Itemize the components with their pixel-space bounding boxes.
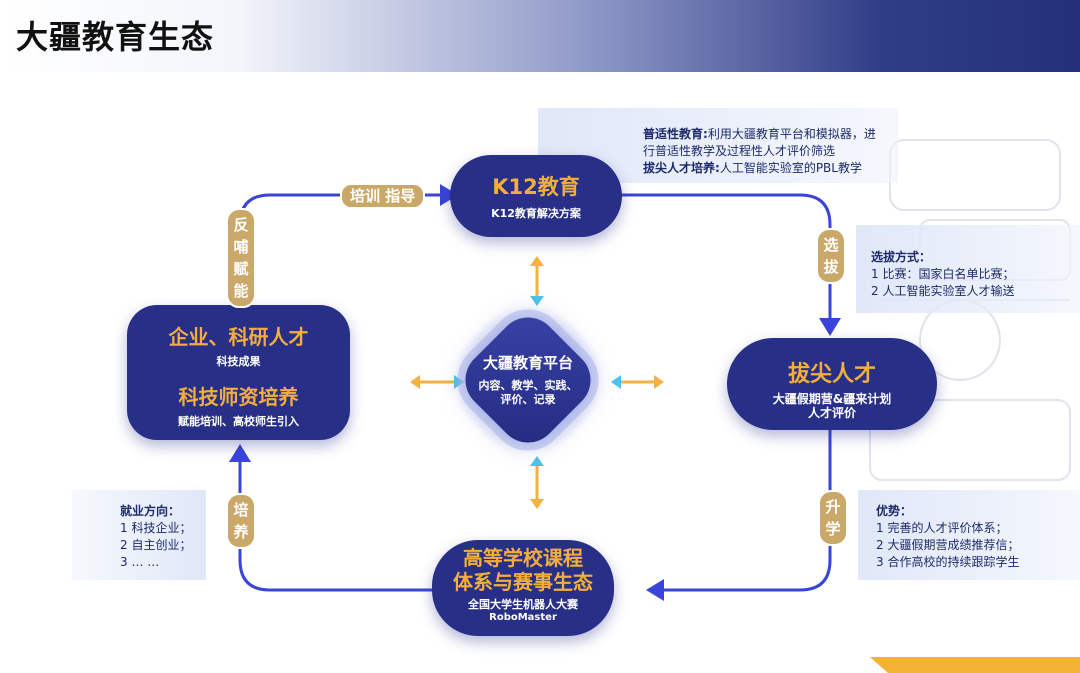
employment-line2: 2 自主创业；: [120, 538, 192, 552]
label-select: 选 拔: [816, 228, 846, 284]
k12-subtitle: K12教育解决方案: [491, 207, 581, 220]
page-title: 大疆教育生态: [16, 18, 215, 56]
selection-title: 选拔方式：: [871, 250, 932, 264]
label-cultivate: 培 养: [226, 493, 256, 549]
label-promote-char2: 学: [825, 520, 841, 538]
label-feedback-char3: 赋: [233, 260, 249, 278]
top-talent-title: 拔尖人才: [787, 362, 876, 387]
arrow-to-university: [646, 579, 664, 601]
note-panel-employment: [72, 490, 206, 580]
center-sub1: 内容、教学、实践、: [478, 379, 578, 392]
k12-title: K12教育: [492, 175, 580, 199]
label-select-char2: 拔: [823, 258, 839, 276]
industry-sub1: 科技成果: [216, 355, 261, 368]
employment-line3: 3 … …: [120, 555, 160, 569]
center-arrow-right: [611, 375, 664, 389]
accent-stripe: [870, 657, 1080, 673]
note-panel-selection: [856, 225, 1080, 313]
flow-promote-line: [660, 430, 832, 592]
note-advantage: 优势： 1 完善的人才评价体系； 2 大疆假期营成绩推荐信； 3 合作高校的持续…: [876, 503, 1076, 571]
center-sub2: 评价、记录: [500, 393, 556, 406]
label-select-char1: 选: [823, 236, 839, 254]
label-cultivate-char1: 培: [233, 501, 249, 519]
industry-title2: 科技师资培养: [178, 385, 299, 409]
label-feedback: 反 哺 赋 能: [226, 208, 256, 308]
note-top-title1: 普适性教育:: [643, 127, 708, 141]
label-cultivate-char2: 养: [233, 523, 249, 541]
flow-select-line: [620, 193, 832, 325]
advantage-line2: 2 大疆假期营成绩推荐信；: [876, 538, 1020, 552]
flow-cultivate-line: [238, 455, 440, 592]
note-top: 普适性教育:利用大疆教育平台和模拟器，进 行普适性教学及过程性人才评价筛选 拔尖…: [643, 126, 903, 177]
node-industry: 企业、科研人才 科技成果 科技师资培养 赋能培训、高校师生引入: [127, 305, 350, 440]
selection-line1: 1 比赛：国家白名单比赛；: [871, 267, 1015, 281]
industry-title1: 企业、科研人才: [168, 325, 309, 349]
label-feedback-char1: 反: [233, 216, 249, 234]
node-university: 高等学校课程 体系与赛事生态 全国大学生机器人大赛 RoboMaster: [432, 540, 614, 636]
note-panel-advantage: [858, 490, 1080, 580]
university-line2: 体系与赛事生态: [453, 570, 593, 594]
center-platform: 大疆教育平台 内容、教学、实践、 评价、记录: [429, 281, 627, 479]
arrow-to-industry: [229, 444, 251, 462]
employment-line1: 1 科技企业；: [120, 521, 192, 535]
label-promote-char1: 升: [825, 498, 841, 516]
top-talent-line1: 大疆假期营&疆来计划: [772, 392, 892, 406]
industry-sub2: 赋能培训、高校师生引入: [178, 415, 299, 428]
label-train-guide: 培训 指导: [340, 183, 426, 209]
center-arrow-down: [530, 456, 544, 509]
note-top-desc2: 人工智能实验室的PBL教学: [719, 161, 862, 175]
label-promote: 升 学: [818, 490, 848, 546]
label-feedback-char4: 能: [233, 282, 249, 300]
header-bar: [0, 0, 1080, 72]
arrow-to-top-talent: [819, 318, 841, 336]
center-title: 大疆教育平台: [482, 354, 573, 372]
advantage-line1: 1 完善的人才评价体系；: [876, 521, 1008, 535]
employment-title: 就业方向：: [120, 504, 181, 518]
selection-line2: 2 人工智能实验室人才输送: [871, 284, 1015, 298]
node-top-talent: 拔尖人才 大疆假期营&疆来计划 人才评价: [727, 338, 937, 430]
note-top-title2: 拔尖人才培养:: [643, 161, 720, 175]
university-sub2: RoboMaster: [489, 612, 557, 623]
advantage-title: 优势：: [876, 504, 913, 518]
university-line1: 高等学校课程: [463, 546, 583, 570]
note-top-desc1b: 行普适性教学及过程性人才评价筛选: [643, 144, 836, 158]
center-text: 大疆教育平台 内容、教学、实践、 评价、记录: [448, 352, 608, 407]
university-sub1: 全国大学生机器人大赛: [468, 598, 578, 611]
note-top-desc1: 利用大疆教育平台和模拟器，进: [707, 127, 876, 141]
note-employment: 就业方向： 1 科技企业； 2 自主创业； 3 … …: [120, 503, 210, 571]
flow-feedback-line: [238, 193, 440, 305]
arrow-to-k12: [440, 184, 458, 206]
top-talent-line2: 人才评价: [807, 406, 856, 420]
note-selection: 选拔方式： 1 比赛：国家白名单比赛； 2 人工智能实验室人才输送: [871, 249, 1071, 300]
label-feedback-char2: 哺: [233, 238, 249, 256]
node-k12: K12教育 K12教育解决方案: [450, 155, 622, 237]
advantage-line3: 3 合作高校的持续跟踪学生: [876, 555, 1020, 569]
